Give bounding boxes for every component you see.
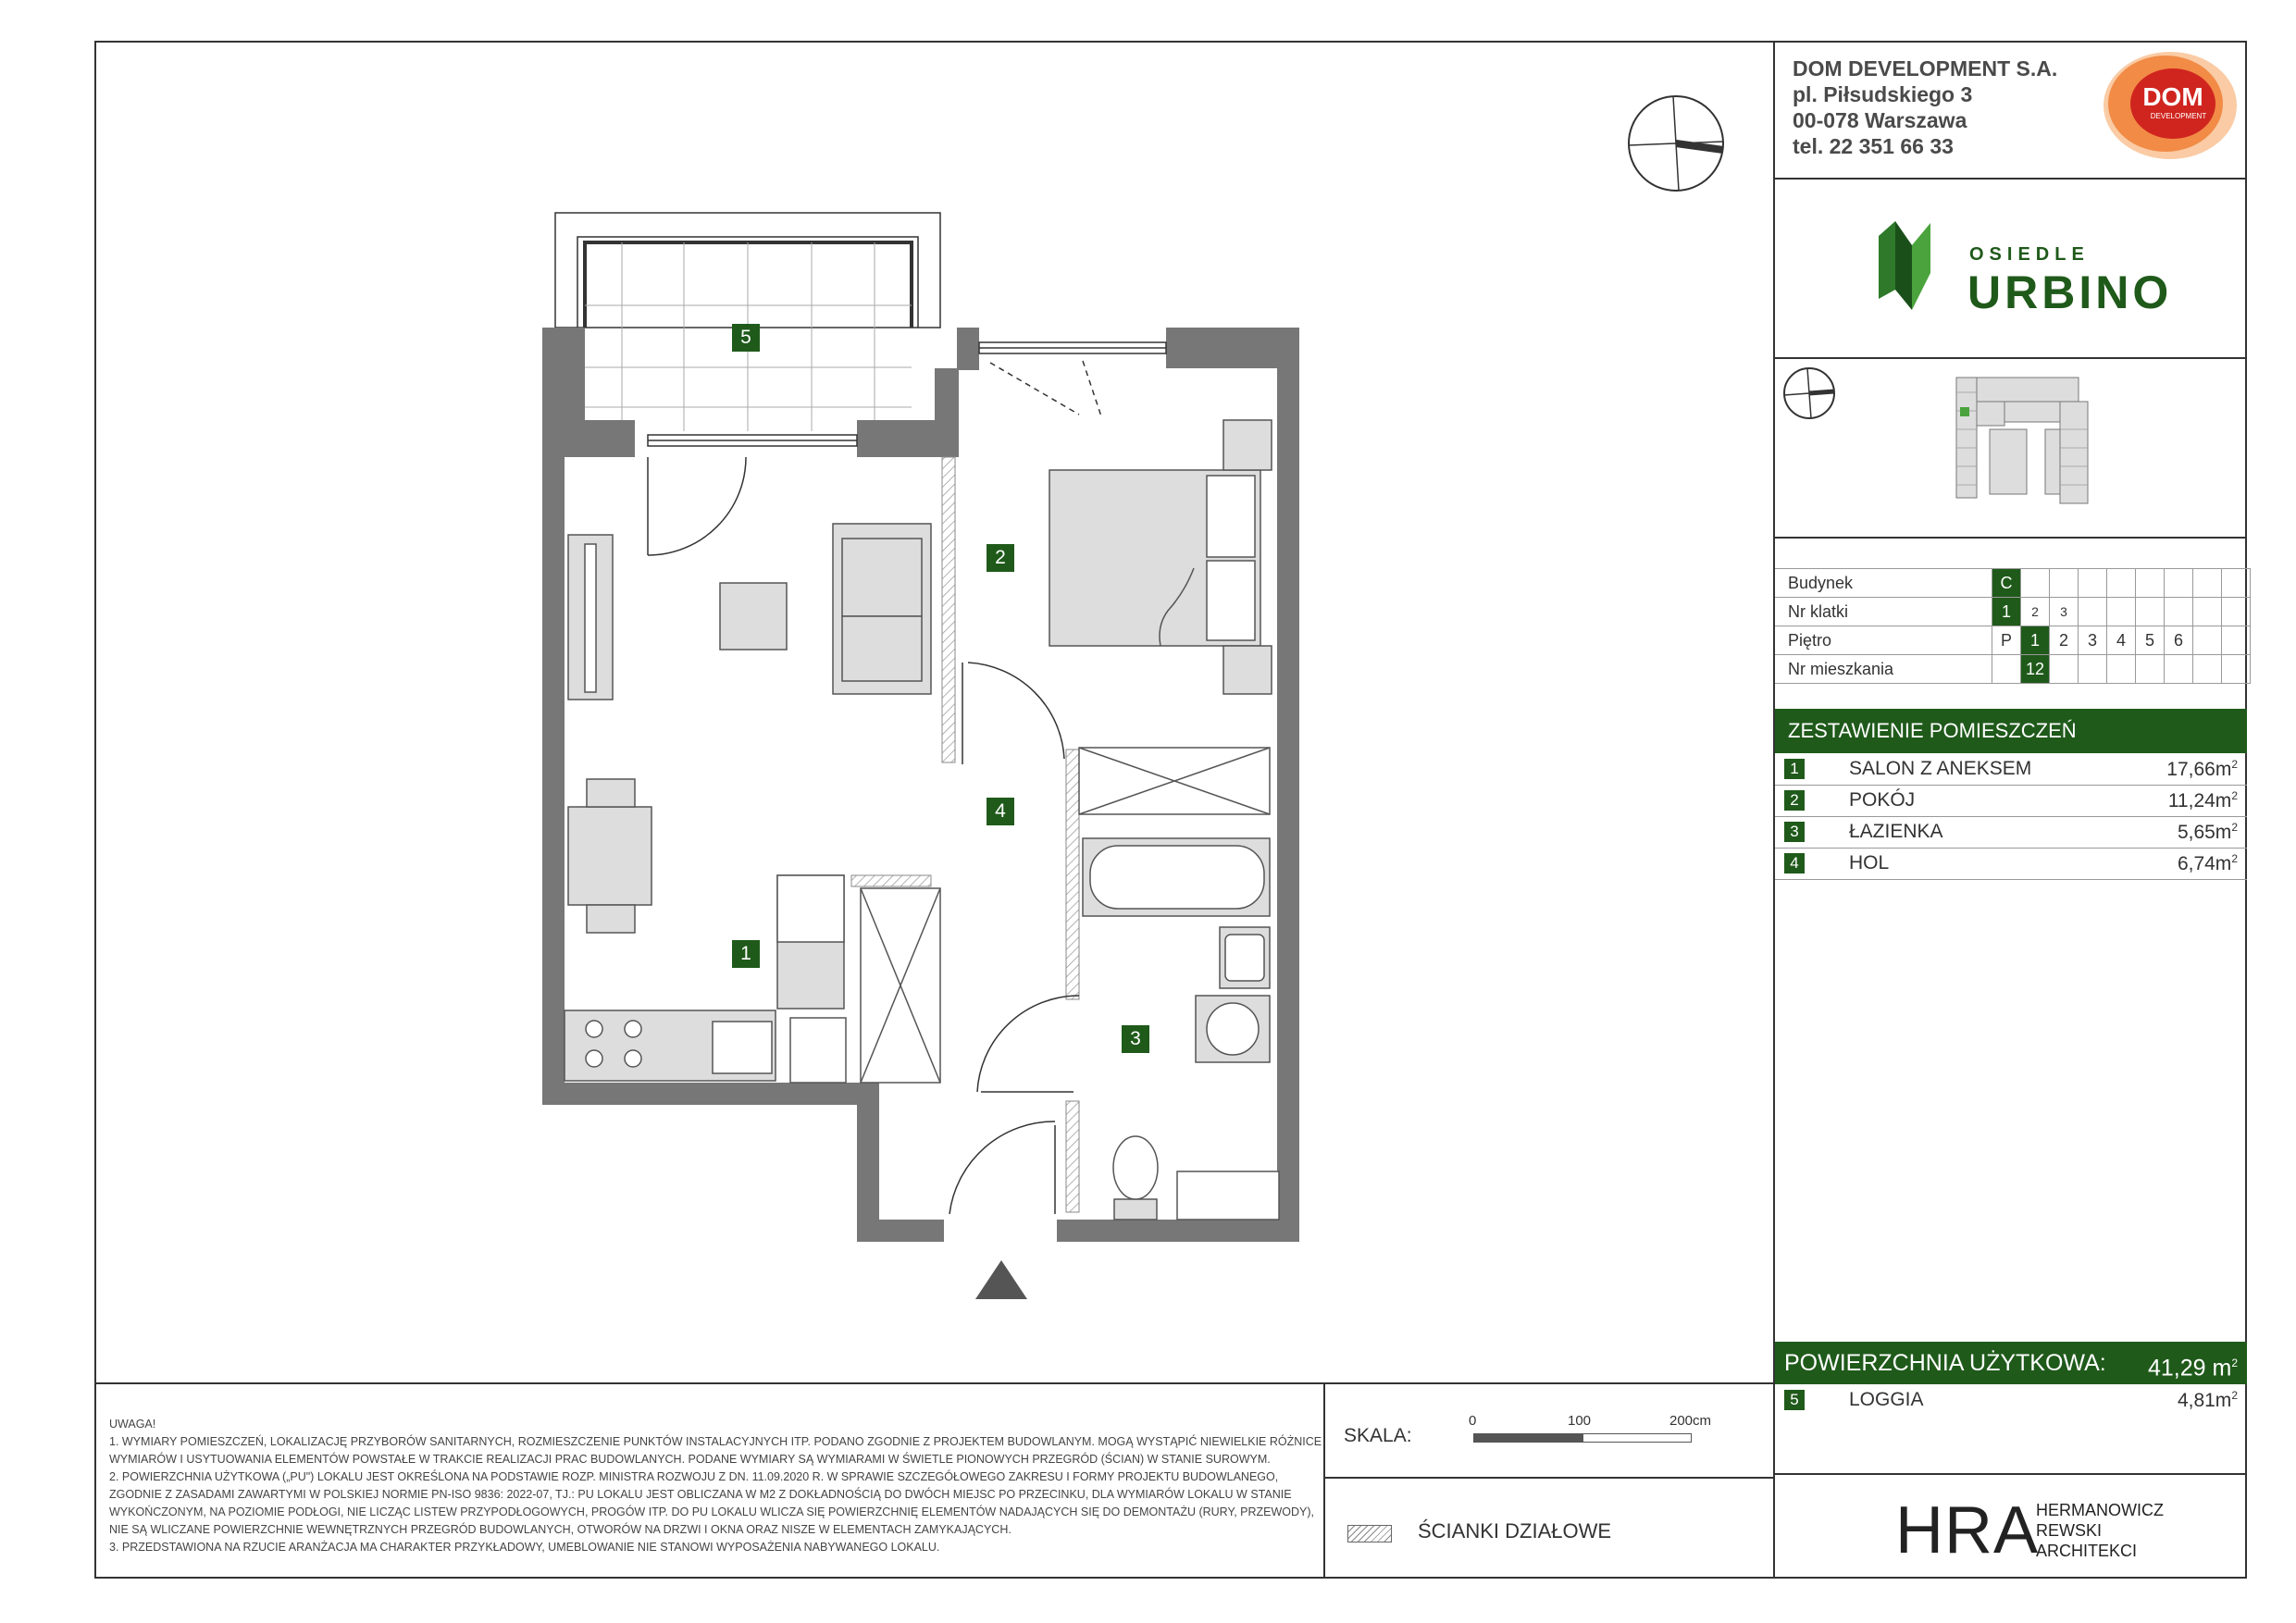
room-number: 3 — [1784, 822, 1805, 842]
disclaimer-notes: UWAGA! 1. WYMIARY POMIESZCZEŃ, LOKALIZAC… — [109, 1416, 1322, 1556]
dom-development-logo: DOM DEVELOPMENT — [2104, 52, 2237, 159]
architect-divider — [1773, 1473, 2247, 1475]
company-divider — [1773, 178, 2247, 180]
room-row: 4 HOL 6,74m2 — [1775, 848, 2247, 880]
floor-plan — [542, 212, 1299, 1299]
building-value: C — [1992, 568, 2021, 598]
architect-name: HERMANOWICZ REWSKI ARCHITEKCI — [2036, 1501, 2164, 1560]
exterior-walls — [542, 328, 1299, 1242]
legend-label: ŚCIANKI DZIAŁOWE — [1418, 1519, 1612, 1542]
room-area: 11,24m2 — [2167, 789, 2238, 812]
apartment-label: Nr mieszkania — [1775, 654, 1992, 684]
staircase-3: 3 — [2049, 597, 2079, 626]
scale-tick-200: 200cm — [1669, 1413, 1712, 1429]
windows — [647, 341, 1167, 447]
loggia — [554, 212, 941, 431]
floor-3: 3 — [2078, 626, 2107, 655]
staircase-label: Nr klatki — [1775, 597, 1992, 626]
rooms-title: ZESTAWIENIE POMIESZCZEŃ — [1775, 709, 2247, 753]
total-area-value: 41,29 m2 — [2147, 1355, 2238, 1381]
apartment-location-marker — [1960, 407, 1969, 416]
right-panel-divider — [1773, 41, 1775, 1579]
room-tag-3: 3 — [1122, 1025, 1149, 1053]
project-name: URBINO — [1967, 266, 2172, 318]
dom-logo-text: DOM — [2142, 82, 2203, 111]
room-tag-1: 1 — [732, 940, 760, 968]
scale-label: SKALA: — [1344, 1425, 1412, 1446]
urbino-logo: OSIEDLE URBINO — [1879, 221, 2172, 318]
total-area-bar: POWIERZCHNIA UŻYTKOWA: 41,29 m2 — [1775, 1342, 2247, 1384]
notes-line: ZGODNIE Z ZASADAMI ZAWARTYMI W POLSKIEJ … — [109, 1488, 1292, 1501]
keyplan-compass-icon — [1783, 367, 1835, 419]
apartment-value: 12 — [2020, 654, 2050, 684]
notes-line: WYMIARÓW I USYTUOWANIA ELEMENTÓW POWSTAŁ… — [109, 1453, 1271, 1466]
notes-line: 2. POWIERZCHNIA UŻYTKOWA („PU") LOKALU J… — [109, 1470, 1279, 1483]
staircase-1: 1 — [1992, 597, 2021, 626]
room-name: LOGGIA — [1849, 1389, 1924, 1410]
keyplan-divider — [1773, 537, 2247, 539]
scale-bar — [1473, 1433, 1692, 1443]
doors — [647, 360, 1102, 1215]
sheet-frame — [94, 41, 2247, 1579]
legend-divider — [1323, 1477, 1774, 1479]
company-city: 00-078 Warszawa — [1793, 108, 1967, 132]
architect-logo: HRA — [1895, 1493, 2040, 1567]
room-name: ŁAZIENKA — [1849, 821, 1943, 842]
interior-partitions — [850, 456, 1080, 1213]
room-number: 1 — [1784, 759, 1805, 779]
room-number: 4 — [1784, 853, 1805, 873]
north-compass-icon — [1628, 95, 1724, 192]
notes-divider — [94, 1382, 1774, 1384]
floor-1: 1 — [2020, 626, 2050, 655]
project-prefix: OSIEDLE — [1969, 244, 2090, 265]
room-name: POKÓJ — [1849, 789, 1916, 811]
partition-wall-swatch — [1347, 1525, 1392, 1542]
total-area-label: POWIERZCHNIA UŻYTKOWA: — [1784, 1350, 2106, 1376]
notes-line: WYKOŃCZONYM, NA POZIOMIE PODŁOGI, NIE LI… — [109, 1505, 1315, 1518]
notes-line: 1. WYMIARY POMIESZCZEŃ, LOKALIZACJĘ PRZY… — [109, 1435, 1322, 1448]
staircase-2: 2 — [2020, 597, 2050, 626]
furniture — [564, 419, 1280, 1220]
company-phone: tel. 22 351 66 33 — [1793, 134, 1954, 158]
notes-title: UWAGA! — [109, 1418, 156, 1431]
floor-6: 6 — [2164, 626, 2193, 655]
dom-logo-subtext: DEVELOPMENT — [2151, 112, 2207, 120]
room-area: 6,74m2 — [2177, 852, 2238, 874]
notes-line: NIE SĄ WLICZANE POWIERZCHNIE WEWNĘTRZNYC… — [109, 1523, 1011, 1536]
company-address: DOM DEVELOPMENT S.A. pl. Piłsudskiego 3 … — [1793, 56, 2057, 159]
room-name: SALON Z ANEKSEM — [1849, 758, 2032, 779]
scale-divider — [1323, 1382, 1325, 1579]
room-row: 1 SALON Z ANEKSEM 17,66m2 — [1775, 753, 2247, 786]
room-tag-4: 4 — [987, 798, 1014, 825]
room-area: 17,66m2 — [2166, 758, 2238, 780]
room-row: 3 ŁAZIENKA 5,65m2 — [1775, 816, 2247, 849]
notes-line: 3. PRZEDSTAWIONA NA RZUCIE ARANŻACJA MA … — [109, 1541, 940, 1554]
room-row: 2 POKÓJ 11,24m2 — [1775, 785, 2247, 817]
project-divider — [1773, 357, 2247, 359]
room-number: 2 — [1784, 790, 1805, 811]
floor-p: P — [1992, 626, 2021, 655]
company-street: pl. Piłsudskiego 3 — [1793, 82, 1973, 106]
entrance-arrow-icon — [975, 1260, 1027, 1299]
building-label: Budynek — [1775, 568, 1992, 598]
building-keyplan — [1955, 377, 2089, 504]
scale-tick-100: 100 — [1568, 1413, 1592, 1429]
floor-label: Piętro — [1775, 626, 1992, 655]
floor-4: 4 — [2106, 626, 2136, 655]
scale-tick-0: 0 — [1469, 1413, 1477, 1429]
floor-5: 5 — [2135, 626, 2165, 655]
room-name: HOL — [1849, 852, 1890, 873]
room-tag-5: 5 — [732, 324, 760, 352]
room-tag-2: 2 — [987, 544, 1014, 572]
room-area: 5,65m2 — [2177, 821, 2238, 843]
location-table: Budynek C Nr klatki 1 2 3 Piętro P 1 2 3… — [1775, 568, 2251, 684]
room-number: 5 — [1784, 1390, 1805, 1410]
floor-2: 2 — [2049, 626, 2079, 655]
room-area: 4,81m2 — [2177, 1389, 2238, 1411]
loggia-row: 5 LOGGIA 4,81m2 — [1775, 1384, 2247, 1416]
company-name: DOM DEVELOPMENT S.A. — [1793, 56, 2058, 81]
